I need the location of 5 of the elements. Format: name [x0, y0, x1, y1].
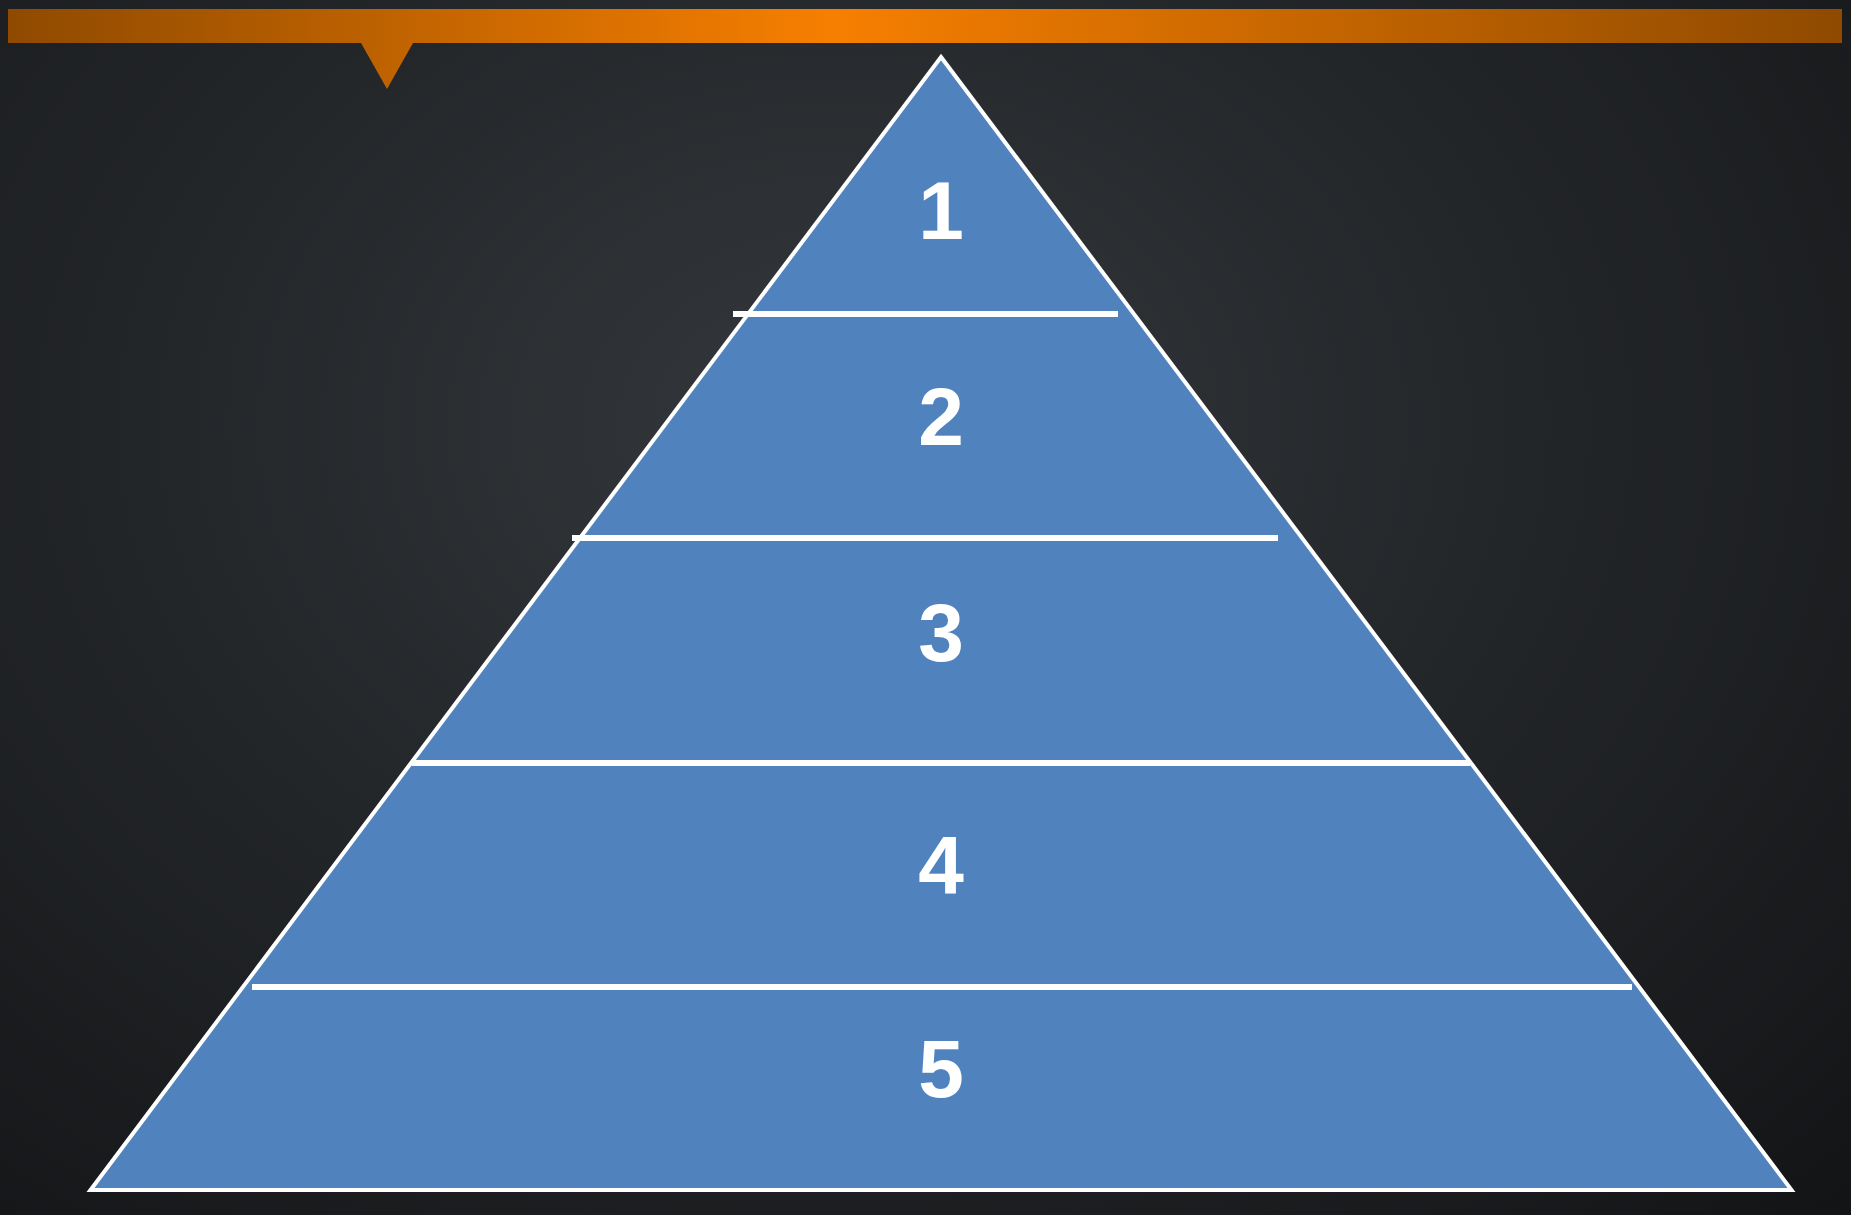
level-number: 2	[918, 376, 964, 458]
level-number: 5	[918, 1028, 964, 1110]
level-number: 1	[918, 170, 964, 252]
level-number: 4	[918, 824, 964, 906]
level-number: 3	[918, 592, 964, 674]
